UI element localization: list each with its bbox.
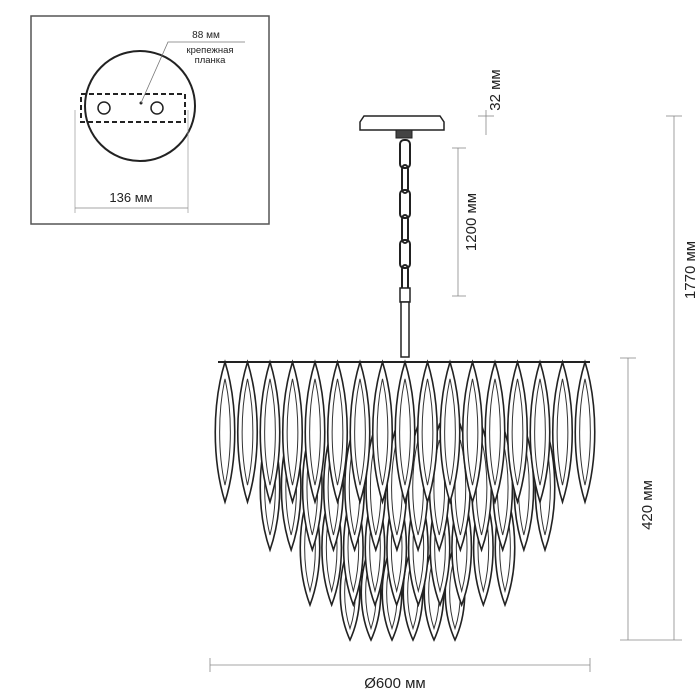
total-height-label: 1770 мм [682,241,699,299]
crystal-leaf [214,359,236,505]
mounting-bracket [80,93,186,123]
chain-link [399,189,411,219]
chain-length-label: 1200 мм [463,193,480,251]
inset-frame [30,15,270,225]
crystal-leaf [394,359,416,505]
screw-hole-right [150,101,164,115]
crystal-leaf [551,359,574,505]
crystal-leaf [304,359,326,505]
crystal-leaf [236,359,259,505]
canopy-diameter-label: 136 мм [109,190,152,205]
crystal-leaf [574,359,596,505]
crystal-leaf [484,359,506,505]
chain-connector [399,287,411,303]
chain [399,139,411,294]
canopy-circle [84,50,196,162]
canopy-inset: 88 мм крепежная планка 136 мм [30,15,270,225]
crystal-leaf [326,359,349,505]
chandelier [214,115,596,642]
crystal-leaf [349,359,371,505]
canopy-height-label: 32 мм [487,69,504,110]
crystal-leaves [214,359,596,642]
rod [400,301,410,358]
dimensions [209,110,682,672]
chain-link [401,214,409,244]
crystal-leaf [439,359,461,505]
bracket-label-1: крепежная [186,45,233,56]
canopy [359,115,445,131]
diameter-label: Ø600 мм [364,675,426,692]
chain-link [399,139,411,169]
leader-line [140,41,245,104]
screw-hole-left [97,101,111,115]
crystal-leaf [281,359,304,505]
crystal-leaf [371,359,394,505]
crystal-leaf [259,359,281,505]
canopy-mount [395,129,413,139]
crystal-leaf [461,359,484,505]
crystal-leaf [529,359,551,505]
crystal-leaf [506,359,529,505]
chain-link [399,239,411,269]
chain-link [401,164,409,194]
bracket-width-label: 88 мм [192,30,220,41]
crystal-leaf [416,359,439,505]
body-height-label: 420 мм [639,480,656,530]
bracket-label-2: планка [195,55,227,66]
